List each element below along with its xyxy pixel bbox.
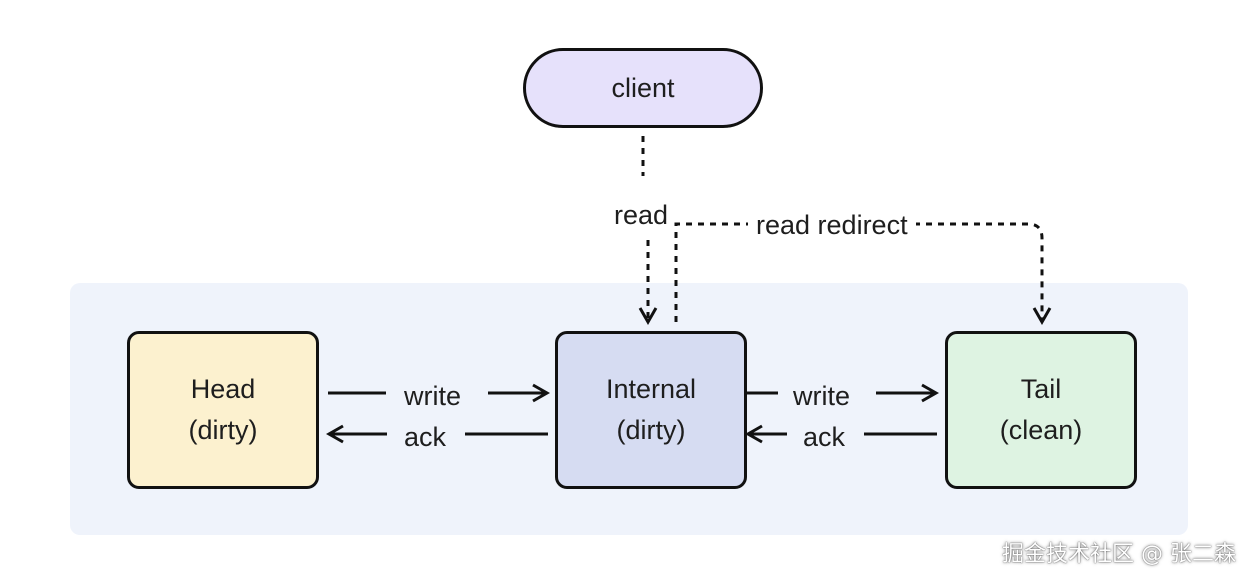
- ack-tail-internal-label: ack: [803, 422, 846, 452]
- head-node: Head (dirty): [127, 331, 319, 489]
- client-node: client: [523, 48, 763, 128]
- head-state: (dirty): [188, 415, 258, 445]
- internal-node: Internal (dirty): [555, 331, 747, 489]
- write-internal-tail-label: write: [793, 381, 851, 411]
- internal-title: Internal: [605, 374, 697, 404]
- watermark: 掘金技术社区 @ 张二森: [1002, 542, 1236, 567]
- tail-title: Tail: [1020, 374, 1062, 404]
- read-redirect-arrow: [674, 222, 1042, 322]
- head-title: Head: [190, 374, 256, 404]
- ack-internal-head-label: ack: [404, 422, 447, 452]
- tail-state: (clean): [999, 415, 1083, 445]
- client-label: client: [611, 72, 675, 103]
- tail-node: Tail (clean): [945, 331, 1137, 489]
- internal-state: (dirty): [616, 415, 686, 445]
- read-label: read: [614, 200, 669, 230]
- read-redirect-label: read redirect: [748, 210, 916, 240]
- write-head-internal-label: write: [404, 381, 462, 411]
